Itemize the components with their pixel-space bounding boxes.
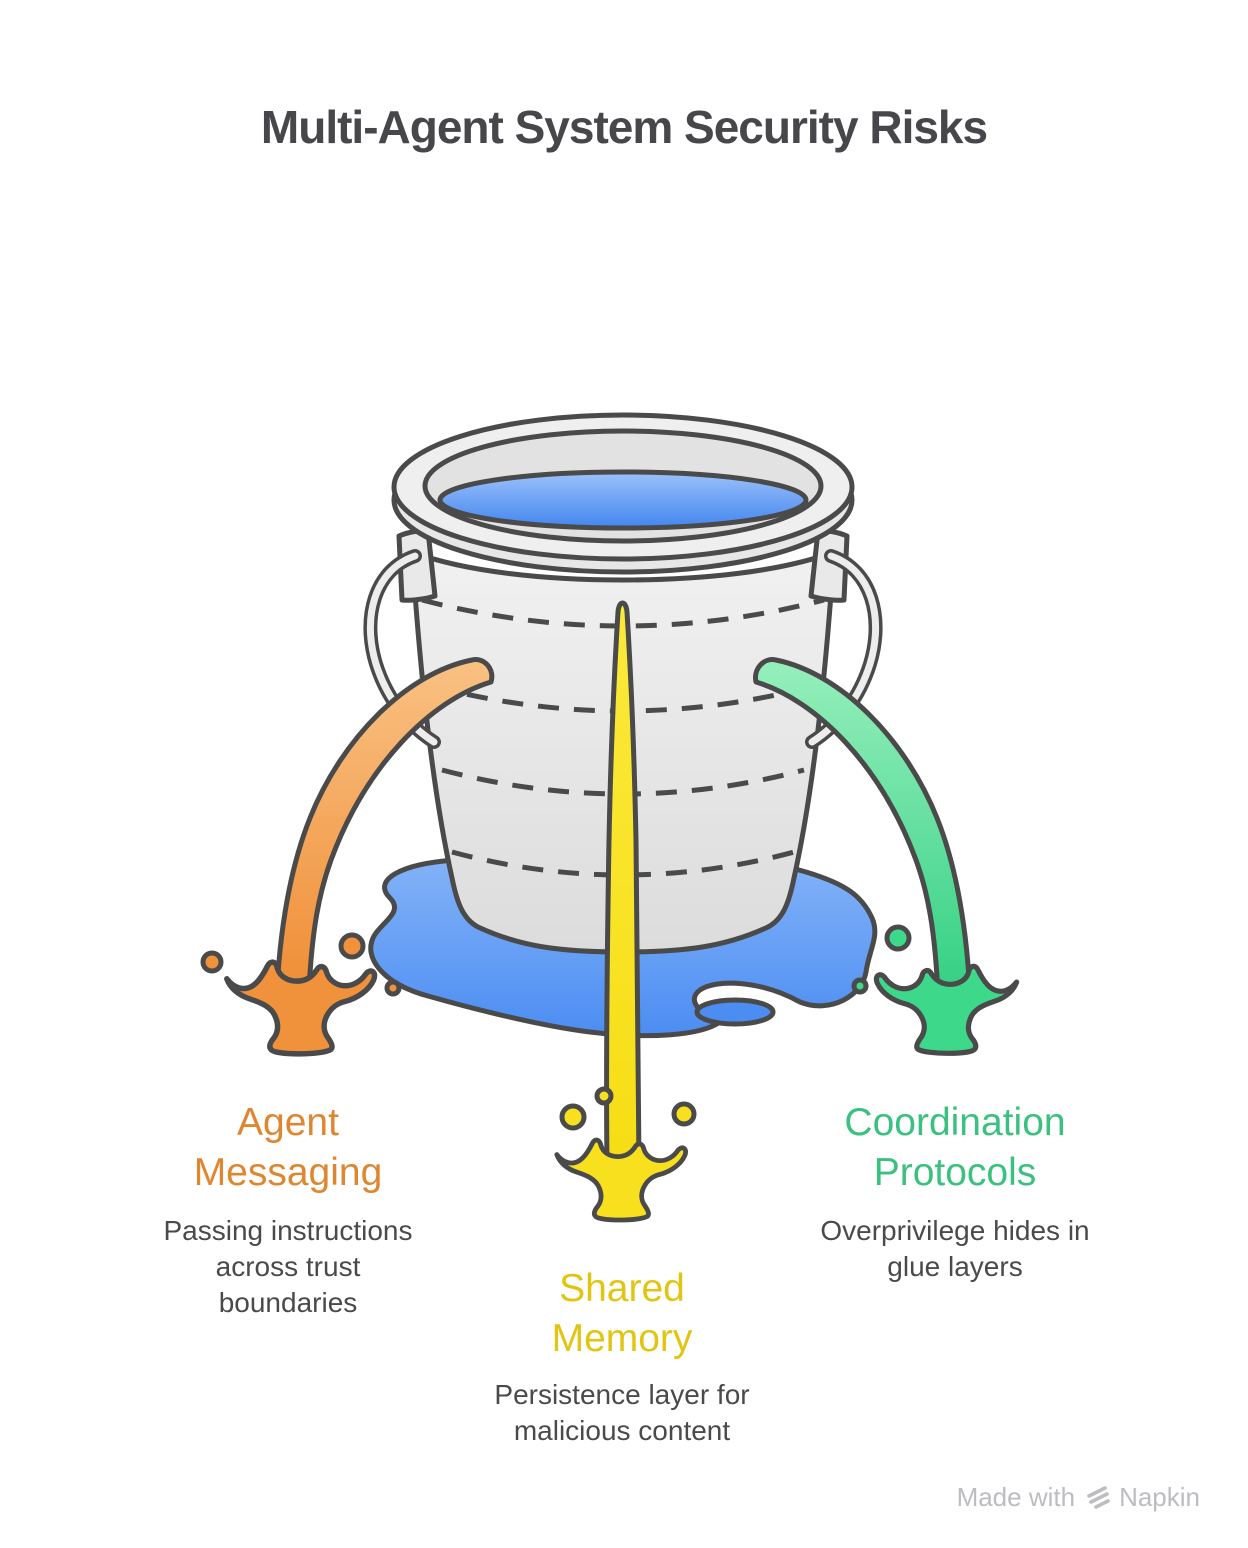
- leak-desc-agent-messaging: Passing instructions across trust bounda…: [163, 1215, 413, 1318]
- leak-desc-shared-memory: Persistence layer for malicious content: [494, 1379, 750, 1446]
- leak-streams: [274, 600, 973, 1168]
- puddle-drop-ellipse: [694, 997, 776, 1027]
- water-surface: [437, 469, 809, 531]
- watermark: Made with Napkin: [957, 1482, 1200, 1513]
- droplets: [200, 924, 912, 1131]
- page-title: Multi-Agent System Security Risks: [260, 101, 988, 153]
- bucket-rim: [391, 412, 855, 575]
- leak-label-shared-memory: Shared Memory: [551, 1267, 693, 1360]
- watermark-brand: Napkin: [1119, 1482, 1200, 1512]
- leak-label-coordination-protocols: Coordination Protocols: [844, 1101, 1066, 1194]
- napkin-logo-icon: [1087, 1485, 1110, 1509]
- watermark-prefix: Made with: [956, 1482, 1076, 1512]
- leak-stream-shared-memory: [604, 600, 642, 1168]
- leak-label-agent-messaging: Agent Messaging: [193, 1101, 383, 1194]
- leak-stream-agent-messaging: [274, 657, 495, 993]
- leak-desc-coordination-protocols: Overprivilege hides in glue layers: [820, 1215, 1090, 1282]
- bucket-handles: [363, 528, 883, 749]
- leak-stream-coordination-protocols: [753, 657, 973, 998]
